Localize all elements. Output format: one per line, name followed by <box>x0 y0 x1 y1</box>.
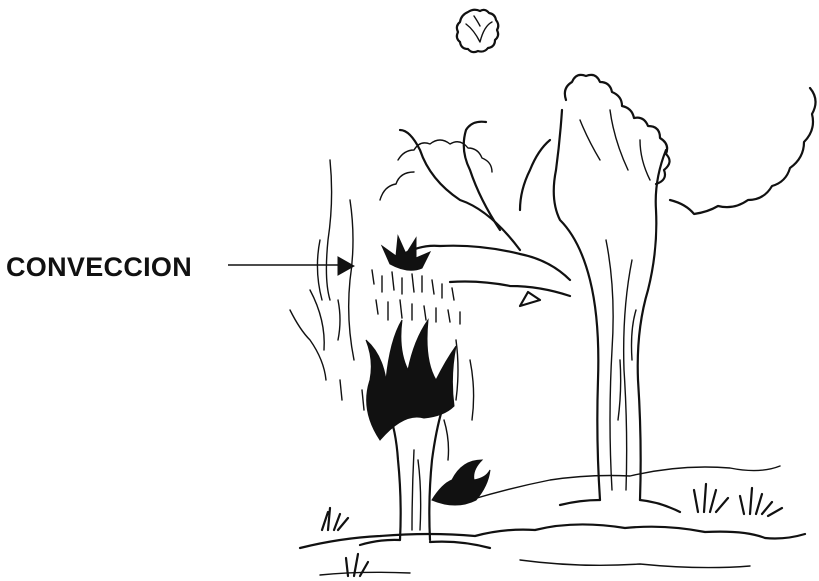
ground-line <box>300 466 805 575</box>
label-pointer <box>228 257 354 275</box>
grass-tufts <box>322 484 782 576</box>
large-tree <box>380 75 816 512</box>
convection-label: CONVECCION <box>6 252 192 283</box>
sun-icon <box>457 10 498 52</box>
burning-shrub <box>360 236 490 548</box>
